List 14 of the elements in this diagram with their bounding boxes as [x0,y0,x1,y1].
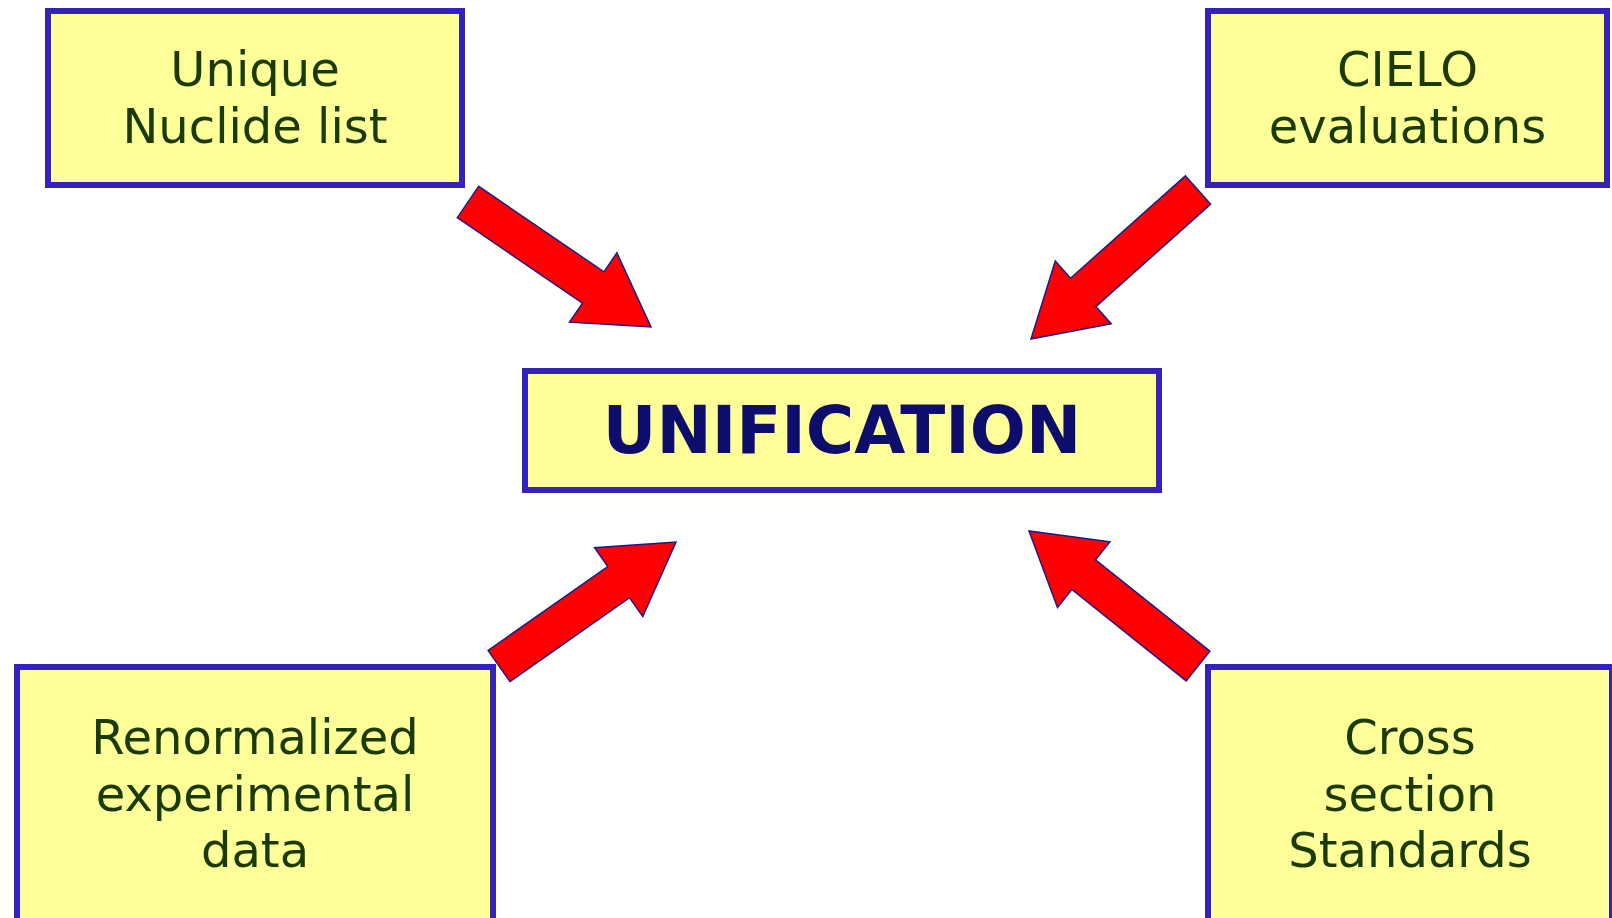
box-label: CIELO evaluations [1267,41,1548,155]
block-arrow [487,541,678,683]
source-box [1205,8,1610,188]
block-arrow [1029,174,1212,340]
source-box [1205,664,1612,918]
box-label: Unique Nuclide list [121,41,389,155]
box-label: Cross section Standards [1287,709,1533,879]
block-arrow [1027,530,1211,682]
source-box [45,8,465,188]
source-box [14,664,496,918]
central-box [522,368,1162,493]
title-text: UNIFICATION [602,391,1082,470]
box-label: Renormalized experimental data [90,709,420,879]
block-arrow [456,185,653,328]
